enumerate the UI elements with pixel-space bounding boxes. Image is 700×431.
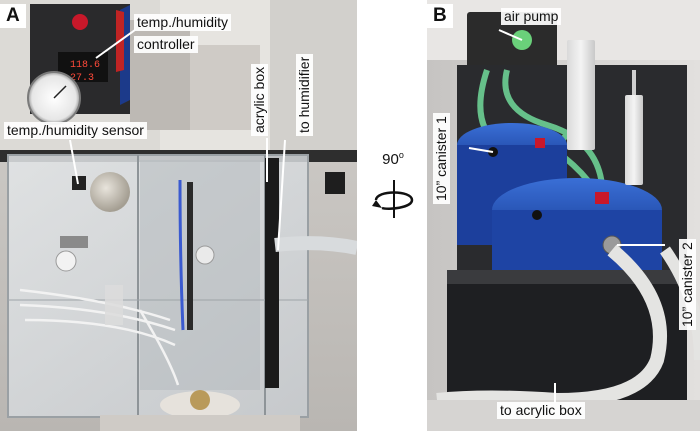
canister-1-label: 10” canister 1	[433, 113, 450, 204]
controller-display-top: 118.6	[70, 60, 100, 71]
degree-symbol: o	[398, 150, 404, 160]
indicator-light-icon	[72, 14, 88, 30]
rotation-angle-value: 90	[382, 151, 399, 168]
acrylic-box-return-label: to acrylic box	[497, 402, 585, 419]
sensor-label: temp./humidity sensor	[4, 122, 147, 139]
rotation-angle-label: 90o	[366, 150, 420, 168]
panel-b-letter: B	[427, 4, 453, 28]
panel-b-photo: B air pump 10” canister 1 10” canister 2…	[427, 0, 700, 431]
air-pump-label: air pump	[501, 8, 562, 25]
controller-display-bottom: 27.3	[70, 73, 94, 84]
canister-setup-photo	[427, 0, 700, 431]
canister-2-label: 10” canister 2	[679, 239, 696, 330]
rotation-indicator: 90o	[362, 150, 422, 230]
rotate-arrow-icon	[372, 180, 414, 218]
controller-label-line2: controller	[134, 36, 198, 53]
panel-a-photo: 118.6 27.3	[0, 0, 357, 431]
humidifier-label: to humidifier	[296, 53, 313, 136]
panel-a-letter: A	[0, 4, 26, 28]
controller-label-line1: temp./humidity	[134, 14, 232, 31]
acrylic-box-label: acrylic box	[251, 63, 268, 136]
